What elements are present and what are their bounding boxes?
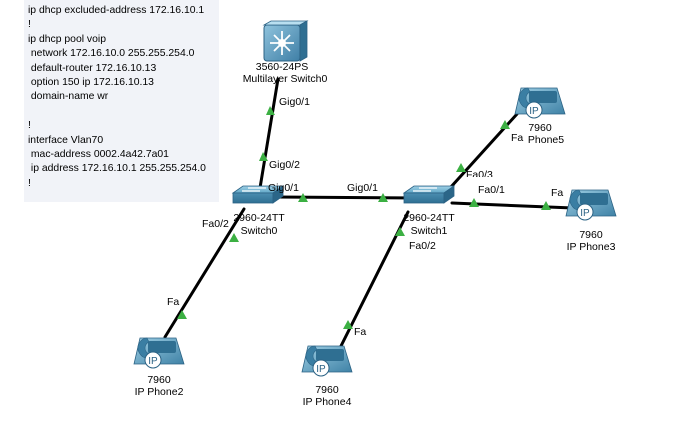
- port-label-sw0-gig-right: Gig0/1: [268, 182, 299, 194]
- ip-phone4-icon[interactable]: IP: [301, 345, 353, 377]
- ip-badge: IP: [529, 106, 539, 117]
- link-light-phone2-fa: [177, 310, 187, 319]
- config-line: !: [28, 177, 31, 189]
- link-light-sw0-fa: [229, 233, 239, 242]
- switch1-icon[interactable]: [402, 185, 456, 204]
- link-switch1-phone4: [332, 210, 410, 362]
- link-light-phone4-fa: [343, 320, 353, 329]
- switch0-name-label: Switch0: [240, 225, 278, 237]
- ip-badge: IP: [316, 364, 326, 375]
- config-line: mac-address 0002.4a42.7a01: [28, 148, 169, 160]
- port-label-phone4-fa: Fa: [354, 326, 367, 338]
- config-line: ip dhcp excluded-address 172.16.10.1: [28, 5, 205, 16]
- link-light-sw1-fa-right: [469, 198, 479, 207]
- phone5-name-label: Phone5: [527, 134, 565, 146]
- link-light-sw1-gig-left: [378, 193, 388, 202]
- link-status-lights: [177, 106, 551, 329]
- phone2-model-label: 7960: [147, 374, 171, 386]
- port-label-mls-gig: Gig0/1: [279, 96, 310, 108]
- port-label-phone2-fa: Fa: [167, 296, 180, 308]
- link-light-sw1-fa-up: [456, 163, 466, 172]
- switch1-name-label: Switch1: [410, 225, 448, 237]
- ip-phone5-icon[interactable]: IP: [514, 87, 566, 119]
- link-switch0-switch1: [274, 195, 420, 200]
- link-light-mls-gig: [266, 106, 275, 115]
- ip-phone2-icon[interactable]: IP: [133, 337, 185, 369]
- link-light-sw0-gig-right: [298, 193, 308, 202]
- phone5-model-label: 7960: [528, 122, 552, 134]
- phone3-name-label: IP Phone3: [566, 241, 616, 253]
- port-label-sw1-fa-up: Fa0/3: [466, 169, 493, 177]
- config-line: ip dhcp pool voip: [28, 33, 106, 45]
- config-line: [28, 105, 219, 119]
- config-line: !: [28, 19, 31, 31]
- config-line: ip address 172.16.10.1 255.255.254.0: [28, 163, 206, 175]
- ip-phone3-icon[interactable]: IP: [565, 189, 617, 221]
- link-light-phone5-fa: [500, 120, 510, 129]
- config-line: !: [28, 120, 31, 132]
- config-note: ip dhcp excluded-address 172.16.10.1! ip …: [24, 0, 219, 202]
- link-switch0-phone2: [163, 207, 246, 339]
- config-line: network 172.16.10.0 255.255.254.0: [28, 48, 195, 60]
- link-mls-switch0: [258, 77, 280, 190]
- multilayer-switch-icon[interactable]: [262, 20, 309, 62]
- port-label-sw1-gig-left: Gig0/1: [347, 182, 378, 194]
- phone4-name-label: IP Phone4: [302, 396, 352, 408]
- phone2-name-label: IP Phone2: [134, 386, 184, 398]
- port-label-sw0-fa: Fa0/2: [202, 218, 229, 230]
- phone3-model-label: 7960: [579, 229, 603, 241]
- mls-model-label: 3560-24PS: [255, 61, 309, 73]
- port-label-sw1-fa-down: Fa0/2: [409, 240, 436, 252]
- port-label-sw0-gig-up: Gig0/2: [269, 159, 300, 171]
- mls-name-label: Multilayer Switch0: [242, 73, 328, 85]
- switch0-model-label: 2960-24TT: [233, 212, 285, 224]
- config-line: option 150 ip 172.16.10.13: [28, 76, 154, 88]
- switch0-icon[interactable]: [231, 185, 285, 204]
- link-light-phone3-fa: [541, 201, 551, 210]
- port-label-sw1-fa-right: Fa0/1: [478, 184, 505, 196]
- ip-badge: IP: [148, 356, 158, 367]
- switch1-model-label: 2960-24TT: [403, 212, 455, 224]
- link-light-sw1-fa-down: [395, 227, 405, 236]
- port-label-phone5-fa: Fa: [511, 132, 524, 144]
- phone4-model-label: 7960: [315, 384, 339, 396]
- port-label-phone3-fa: Fa: [551, 187, 564, 199]
- config-line: interface Vlan70: [28, 134, 104, 146]
- ip-badge: IP: [580, 208, 590, 219]
- link-light-sw0-gig-up: [259, 152, 268, 161]
- config-line: domain-name wr: [28, 91, 109, 103]
- config-line: default-router 172.16.10.13: [28, 62, 157, 74]
